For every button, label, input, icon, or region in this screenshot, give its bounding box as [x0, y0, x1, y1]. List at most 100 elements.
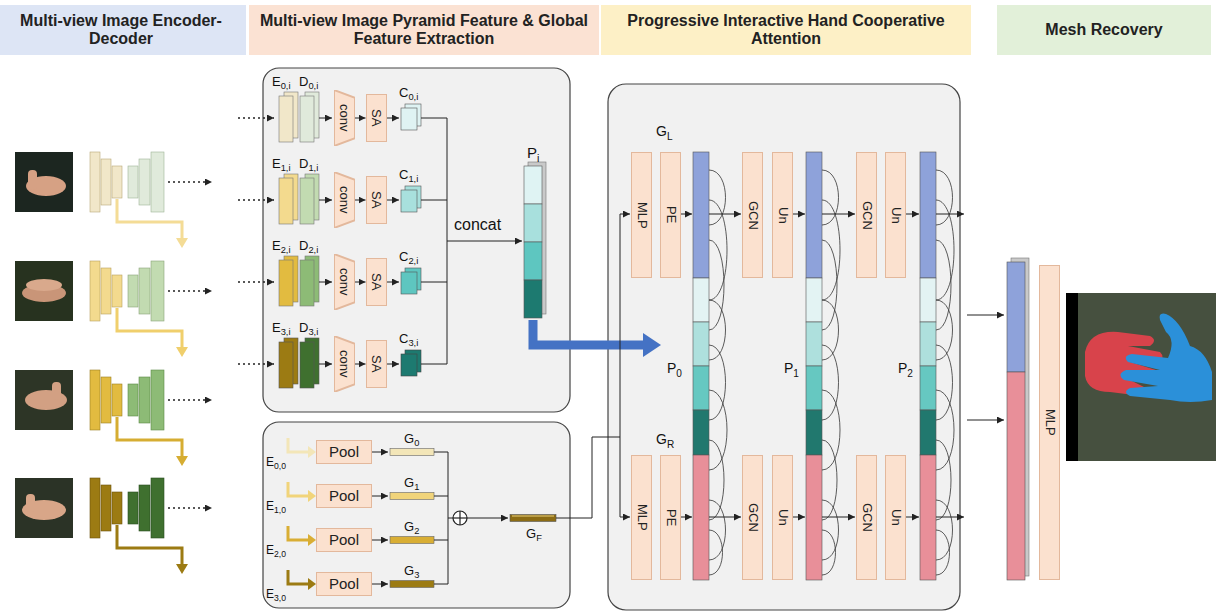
- block-label: MLP: [634, 202, 649, 229]
- symbol-base: E: [272, 74, 281, 89]
- symbol-base: E: [266, 587, 274, 601]
- feature-label: D2,i: [299, 239, 318, 253]
- feature-label: E2,i: [272, 239, 291, 253]
- symbol-base: G: [526, 526, 536, 541]
- symbol-base: E: [266, 499, 274, 513]
- subscript: 3,i: [408, 338, 418, 348]
- view-row: [15, 370, 212, 466]
- block-label: MLP: [634, 504, 649, 531]
- feature-label: C3,i: [399, 332, 418, 346]
- mlp-block: MLP: [1039, 265, 1060, 580]
- symbol-base: C: [399, 167, 408, 182]
- flow-arrow: [355, 200, 366, 201]
- flow-arrow: [355, 364, 366, 365]
- symbol-base: C: [399, 249, 408, 264]
- symbol-base: D: [299, 74, 308, 89]
- block-label: conv: [337, 350, 352, 377]
- view-row: [15, 478, 212, 574]
- pool-block: Pool: [316, 484, 372, 508]
- symbol-base: C: [399, 331, 408, 346]
- unpool-block: Un: [772, 152, 793, 278]
- subscript: i: [537, 152, 539, 164]
- gcn-block: GCN: [856, 455, 877, 580]
- feature-label: E1,i: [272, 157, 291, 171]
- subscript: 2,i: [308, 245, 318, 255]
- subscript: 1,i: [281, 163, 291, 173]
- block-label: SA: [369, 191, 384, 208]
- subscript: 0,0: [274, 461, 286, 471]
- feature-label: C1,i: [399, 168, 418, 182]
- symbol-base: G: [404, 519, 414, 534]
- mlp-block: MLP: [631, 152, 652, 278]
- subscript: 1,0: [274, 505, 286, 515]
- output-feature: [1007, 258, 1029, 580]
- conv-block: conv: [334, 336, 355, 392]
- subscript: 3,i: [308, 327, 318, 337]
- subscript: 2,i: [281, 245, 291, 255]
- concat-wiring: [447, 118, 661, 364]
- feature-label: P0: [667, 361, 682, 376]
- block-label: conv: [337, 104, 352, 131]
- block-label: SA: [369, 273, 384, 290]
- attention-block: SA: [366, 258, 387, 306]
- subscript: 2,0: [274, 549, 286, 559]
- symbol-base: C: [399, 85, 408, 100]
- unpool-block: Un: [772, 455, 793, 580]
- feature-label: D0,i: [299, 75, 318, 89]
- conv-block: conv: [334, 254, 355, 310]
- feature-label: G2: [404, 520, 419, 534]
- symbol-base: G: [656, 431, 667, 447]
- block-label: Pool: [329, 487, 359, 504]
- gcn-block: GCN: [856, 152, 877, 278]
- symbol-base: P: [527, 144, 537, 161]
- subscript: R: [667, 439, 674, 450]
- block-label: Un: [888, 509, 903, 526]
- flow-arrow: [355, 118, 366, 119]
- block-label: PE: [663, 509, 678, 526]
- feature-label: E1,0: [266, 500, 286, 513]
- subscript: L: [667, 131, 673, 142]
- header-text: Progressive Interactive Hand Cooperative…: [601, 12, 971, 49]
- feature-label: GR: [656, 432, 674, 447]
- block-label: PE: [663, 206, 678, 223]
- feature-label: GL: [656, 124, 673, 139]
- gcn-block: GCN: [742, 455, 763, 580]
- feature-label: D1,i: [299, 157, 318, 171]
- feature-label: C2,i: [399, 250, 418, 264]
- symbol-base: P: [667, 360, 676, 376]
- flow-arrows: [680, 214, 1004, 517]
- section-header: Multi-view Image Pyramid Feature & Globa…: [249, 5, 599, 55]
- header-text: Multi-view Image Pyramid Feature & Globa…: [249, 12, 599, 49]
- header-text: Multi-view Image Encoder-Decoder: [0, 12, 246, 49]
- mlp-block: MLP: [631, 455, 652, 580]
- symbol-base: G: [656, 123, 667, 139]
- trapezoid-shape: [334, 336, 355, 392]
- symbol-base: E: [272, 238, 281, 253]
- subscript: 1: [793, 368, 799, 379]
- block-label: conv: [337, 268, 352, 295]
- block-label: Pool: [329, 575, 359, 592]
- subscript: 2,i: [408, 256, 418, 266]
- subscript: 0: [414, 438, 419, 448]
- view-row: [15, 261, 212, 357]
- block-label: SA: [369, 109, 384, 126]
- feature-label: Pi: [527, 145, 539, 162]
- symbol-base: D: [299, 320, 308, 335]
- symbol-base: E: [272, 320, 281, 335]
- unpool-block: Un: [885, 455, 906, 580]
- feature-label: E0,i: [272, 75, 291, 89]
- subscript: 3: [414, 570, 419, 580]
- section-header: Progressive Interactive Hand Cooperative…: [601, 5, 971, 55]
- feature-label: G1: [404, 476, 419, 490]
- feature-label: P2: [898, 361, 913, 376]
- subscript: 0: [676, 368, 682, 379]
- trapezoid-shape: [334, 90, 355, 146]
- symbol-base: D: [299, 238, 308, 253]
- attention-block: SA: [366, 176, 387, 224]
- feature-label: G3: [404, 564, 419, 578]
- block-label: Un: [775, 509, 790, 526]
- subscript: F: [536, 533, 542, 543]
- subscript: 0,i: [408, 92, 418, 102]
- symbol-base: P: [898, 360, 907, 376]
- flow-arrow: [355, 282, 366, 283]
